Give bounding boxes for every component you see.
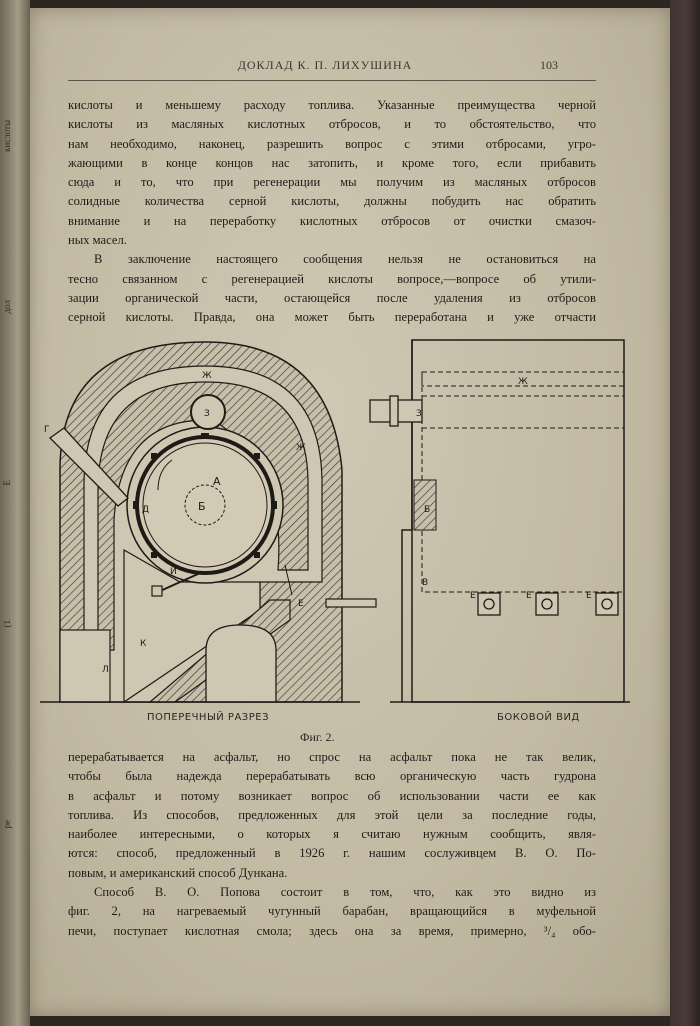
page-number: 103 <box>540 58 558 72</box>
text-line: сюда и то, что при регенерации мы получи… <box>68 175 596 190</box>
label-k: К <box>140 639 147 649</box>
caption-cross-section: ПОПЕРЕЧНЫЙ РАЗРЕЗ <box>147 712 269 723</box>
figure-caption: Фиг. 2. <box>300 730 335 744</box>
text-line: серной кислоты. Правда, она может быть п… <box>68 310 596 325</box>
text-line: повым, и американский способ Дункана. <box>68 865 288 880</box>
text-line: жающими в конце концов нас затопить, и к… <box>68 155 596 170</box>
cross-section-view <box>40 341 377 704</box>
label-zh: Ж <box>202 371 212 381</box>
text-line: ных масел. <box>68 233 127 248</box>
left-page-fragment: Е <box>2 480 12 486</box>
text-line: ются: способ, предложенный в 1926 г. наш… <box>68 846 596 861</box>
label-e-side-2: Е <box>526 591 532 601</box>
text-line: Способ В. О. Попова состоит в том, что, … <box>94 885 596 900</box>
furnace-drawing-svg: А Б Б В Г Д Е Е Е Е Ж Ж Ж З З И К Л <box>40 339 630 704</box>
text-line: перерабатывается на асфальт, но спрос на… <box>68 750 596 764</box>
text-block-bottom: перерабатывается на асфальт, но спрос на… <box>68 748 596 941</box>
label-b: Б <box>198 500 206 513</box>
label-i: И <box>170 567 177 577</box>
left-page-fragment: (1 <box>2 620 12 628</box>
label-z: З <box>204 409 210 419</box>
text-line: топлива. Из способов, предложенных для э… <box>68 807 596 822</box>
label-zh-right: Ж <box>296 443 306 453</box>
label-v: В <box>422 578 428 588</box>
text-line: кислоты из масляных кислотных отбросов, … <box>68 117 596 132</box>
left-page-edge: кислоты дол Е (1 ре <box>0 0 30 1026</box>
label-e-side-3: Е <box>586 591 592 601</box>
label-e-side-1: Е <box>470 591 476 601</box>
text-line: тесно связанном с регенерацией кислоты в… <box>68 271 596 286</box>
side-view <box>369 339 630 703</box>
text-line: наиболее интересными, о которых я считаю… <box>68 827 596 842</box>
label-z-side: З <box>416 409 422 419</box>
text-line: чтобы была надежда перерабатывать всю ор… <box>68 769 596 784</box>
label-g: Г <box>44 425 50 435</box>
running-head: ДОКЛАД К. П. ЛИХУШИНА <box>237 58 413 72</box>
text-line: нам необходимо, наконец, разрешить вопро… <box>68 136 596 151</box>
label-a: А <box>213 475 221 488</box>
label-zh-side: Ж <box>518 377 528 387</box>
text-block-top: кислоты и меньшему расходу топлива. Указ… <box>68 96 596 328</box>
book-page <box>30 8 670 1016</box>
text-line: солидные количества серной кислоты, долж… <box>68 194 596 209</box>
figure-2-drawing: А Б Б В Г Д Е Е Е Е Ж Ж Ж З З И К Л <box>30 320 630 740</box>
text-line: фиг. 2, на нагреваемый чугунный барабан,… <box>68 904 596 919</box>
text-line: печи, поступает кислотная смола; здесь о… <box>68 923 596 938</box>
left-page-fragment: дол <box>2 300 12 314</box>
text-line: В заключение настоящего сообщения нельзя… <box>94 252 596 267</box>
label-d: Д <box>142 505 149 515</box>
caption-side-view: БОКОВОЙ ВИД <box>497 712 580 723</box>
text-line: внимание и на переработку кислотных отбр… <box>68 213 596 228</box>
label-b-side: Б <box>424 505 430 515</box>
label-e: Е <box>298 599 304 609</box>
text-line: в асфальт и потому возникает вопрос об и… <box>68 788 596 803</box>
left-page-fragment: кислоты <box>2 120 12 153</box>
left-page-fragment: ре <box>2 820 12 829</box>
text-line: зации органической части, остающейся пос… <box>68 290 596 305</box>
header-rule <box>68 80 596 81</box>
text-line: кислоты и меньшему расходу топлива. Указ… <box>68 98 596 112</box>
label-l: Л <box>102 665 109 675</box>
book-cover-edge <box>670 0 700 1026</box>
